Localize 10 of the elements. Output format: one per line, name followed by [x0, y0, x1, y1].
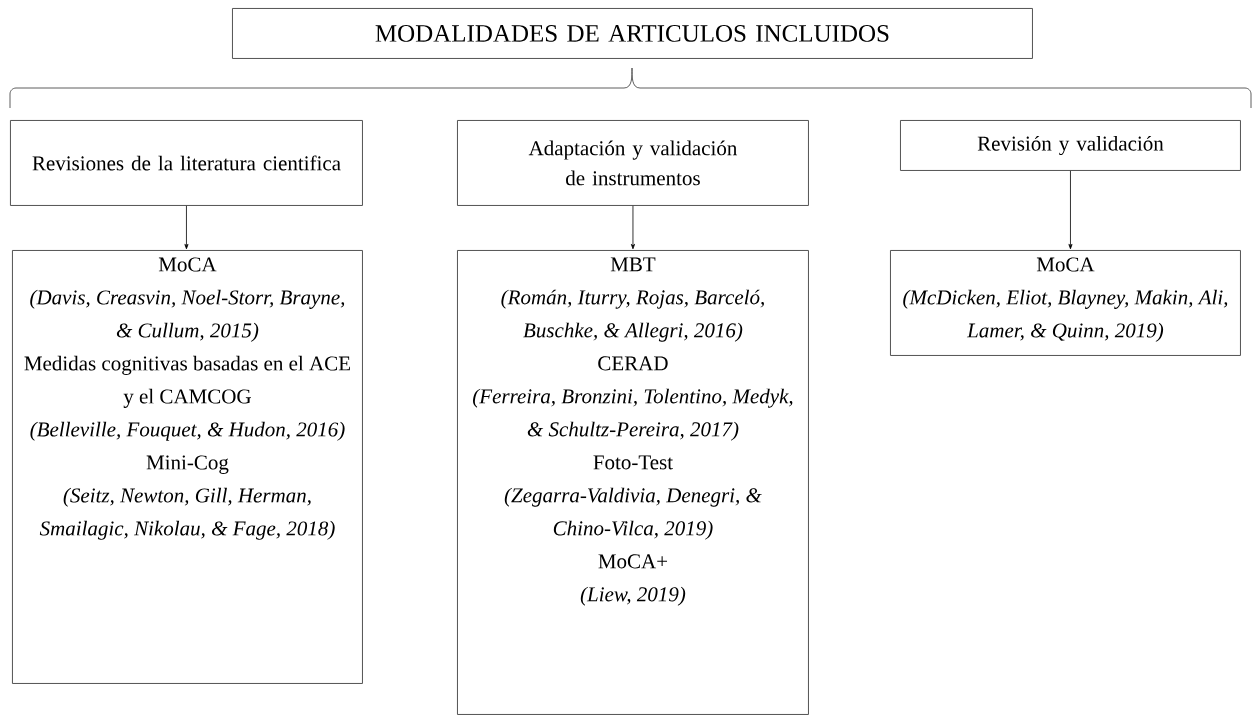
- arrow: [1068, 170, 1073, 250]
- title-box: MODALIDADES DE ARTICULOS INCLUIDOS: [232, 8, 1033, 59]
- arrow: [184, 205, 189, 250]
- category-box: Revisión y validación: [900, 120, 1241, 171]
- category-box: Revisiones de la literatura cientifica: [10, 120, 363, 206]
- content-box: MBT (Román, Iturry, Rojas, Barceló, Buschke, & Allegri, 2016) CERAD (Ferreira, Bronzini, Tolentino, Medyk, & Schultz-Pereira, 2017) Foto-Test (Zegarra-Valdivia, Denegri, & Chino-Vilca, 2019) MoCA+ (Liew, 2019): [457, 250, 809, 715]
- content-box: MoCA (Davis, Creasvin, Noel-Storr, Brayne, & Cullum, 2015) Medidas cognitivas basadas en el ACE y el CAMCOG (Belleville, Fouquet, & Hudon, 2016) Mini-Cog (Seitz, Newton, Gill, Herman, Smailagic, Nikolau, & Fage, 2018): [12, 250, 363, 684]
- arrow: [630, 205, 635, 250]
- content-box: MoCA (McDicken, Eliot, Blayney, Makin, Ali, Lamer, & Quinn, 2019): [890, 250, 1241, 356]
- category-box: Adaptación y validación de instrumentos: [457, 120, 809, 206]
